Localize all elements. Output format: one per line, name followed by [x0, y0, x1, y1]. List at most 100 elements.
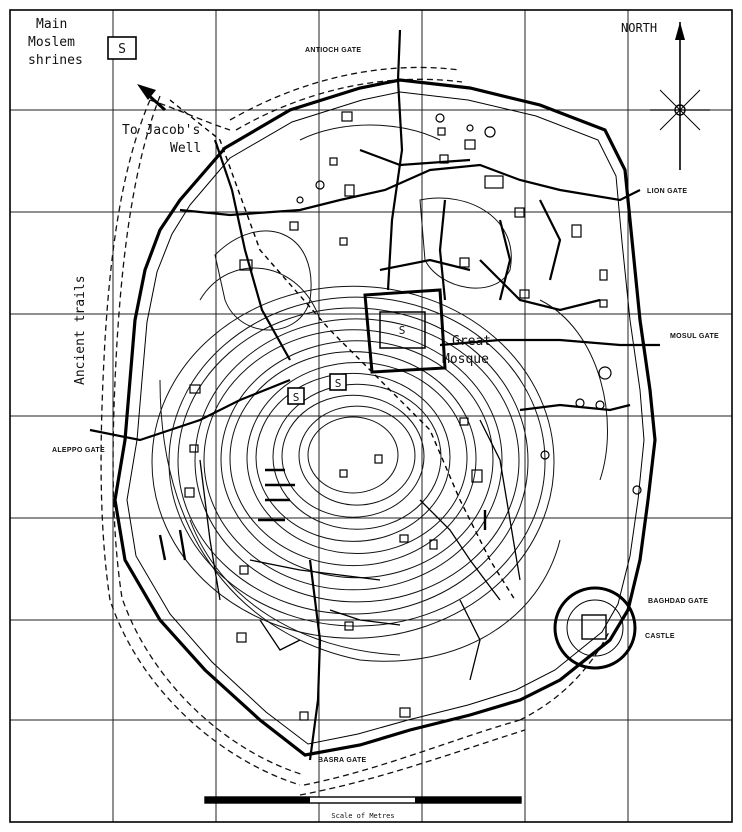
contour-line — [229, 351, 477, 567]
wall-segment — [158, 534, 167, 561]
contour-line — [151, 285, 555, 639]
building — [184, 487, 195, 498]
building — [189, 384, 201, 394]
jacobs-well-arrow — [137, 84, 167, 112]
building — [459, 257, 470, 268]
building — [341, 111, 353, 122]
scale-bar-seg-3 — [415, 797, 521, 803]
scale-label: Scale of Metres — [331, 812, 394, 820]
building-round — [575, 398, 585, 408]
building-round — [435, 113, 445, 123]
building — [429, 539, 438, 550]
ancient-trails-lines — [100, 66, 611, 796]
building — [399, 534, 409, 543]
building-round — [598, 366, 612, 380]
shrine-box-2 — [329, 373, 347, 391]
contour-line — [281, 394, 425, 518]
contour-line — [539, 299, 608, 481]
compass-center — [674, 104, 686, 116]
contour-line — [255, 372, 451, 542]
contour-line — [168, 296, 546, 627]
building — [484, 175, 504, 189]
building-round — [484, 126, 496, 138]
city-wall — [113, 78, 657, 757]
legend-symbol-box — [107, 36, 137, 60]
scale-bar-seg-1 — [205, 797, 310, 803]
castle — [553, 586, 637, 670]
baghdad-gate-label: BAGHDAD GATE — [648, 598, 708, 605]
legend-title-line2: Moslem — [28, 35, 75, 50]
map-frame — [9, 9, 733, 823]
contour-line — [298, 405, 416, 506]
contour-line — [177, 307, 529, 615]
wall-segment — [178, 529, 187, 561]
lion-gate-label: LION GATE — [647, 188, 687, 195]
shrine-box-1 — [287, 387, 305, 405]
contour-line — [194, 318, 520, 603]
shrine-markers: S S S — [287, 324, 406, 405]
legend: S Main Moslem shrines — [28, 17, 137, 68]
building-round — [632, 485, 642, 495]
streets-thin — [199, 419, 521, 681]
buildings — [158, 111, 642, 721]
north-compass: NORTH — [621, 21, 710, 170]
building — [519, 289, 530, 299]
contour-line — [203, 329, 503, 591]
aleppo-gate-label: ALEPPO GATE — [52, 447, 105, 454]
shrine-symbol-2: S — [335, 377, 342, 390]
building — [471, 469, 483, 483]
ancient-trails-label: Ancient trails — [73, 275, 88, 385]
contour-line — [159, 379, 561, 662]
contour-line — [199, 267, 321, 321]
building — [599, 299, 608, 308]
building — [339, 237, 348, 246]
building — [464, 139, 476, 150]
building — [459, 417, 469, 426]
contour-line — [299, 124, 441, 141]
building — [599, 269, 608, 281]
building — [439, 154, 449, 164]
north-arrow-head — [675, 22, 685, 40]
building — [437, 127, 446, 136]
building — [344, 184, 355, 197]
legend-symbol: S — [118, 42, 126, 57]
legend-title-line3: shrines — [28, 53, 83, 68]
building — [189, 444, 199, 453]
building — [344, 621, 354, 631]
building — [289, 221, 299, 231]
contour-line — [307, 416, 399, 494]
mosque-symbol: S — [399, 324, 406, 337]
contour-line — [272, 383, 442, 530]
building-round — [296, 196, 304, 204]
building-round — [540, 450, 550, 460]
building — [239, 565, 249, 575]
antioch-gate-label: ANTIOCH GATE — [305, 47, 361, 54]
building-round — [595, 400, 605, 410]
basra-gate-label: BASRA GATE — [318, 757, 367, 764]
shrine-symbol-1: S — [293, 391, 300, 404]
jacobs-well-label-line2: Well — [170, 141, 201, 156]
building — [339, 469, 348, 478]
building — [571, 224, 582, 238]
building — [514, 207, 525, 218]
great-mosque-label-line2: Mosque — [442, 352, 489, 367]
jacobs-well-label-line1: To Jacob's — [122, 123, 200, 138]
contour-line — [246, 362, 468, 554]
north-label: NORTH — [621, 21, 657, 35]
great-mosque-label-line1: Great — [452, 334, 491, 349]
building — [236, 632, 247, 643]
building — [299, 711, 309, 721]
scale-bar: Scale of Metres — [204, 796, 522, 820]
building — [239, 259, 253, 271]
legend-title-line1: Main — [36, 17, 67, 32]
building — [374, 454, 383, 464]
citadel-contours — [151, 124, 608, 662]
castle-label: CASTLE — [645, 633, 675, 640]
great-mosque-compound — [363, 288, 447, 374]
building-round — [466, 124, 474, 132]
mosul-gate-label: MOSUL GATE — [670, 333, 719, 340]
building — [329, 157, 338, 166]
contour-line — [189, 519, 401, 656]
building — [399, 707, 411, 718]
jacobs-well-trail — [169, 99, 516, 601]
